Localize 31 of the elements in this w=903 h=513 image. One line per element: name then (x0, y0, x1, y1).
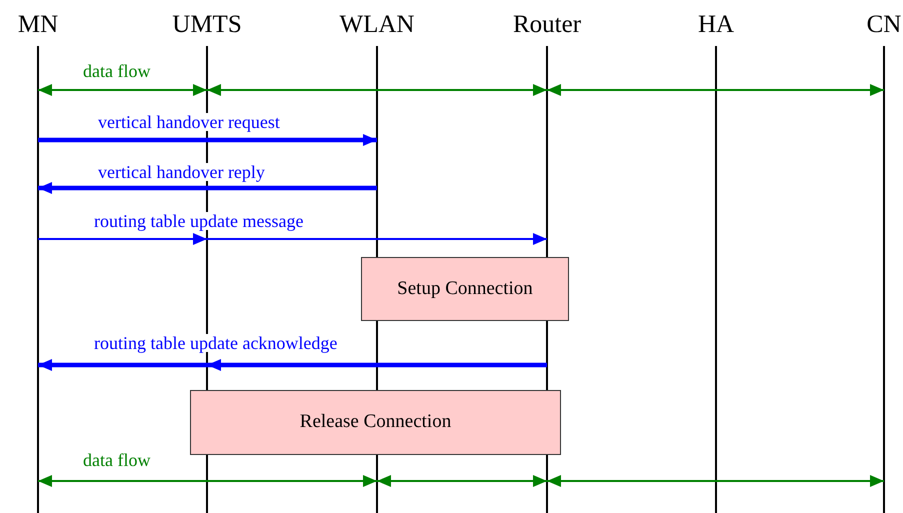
arrow (38, 233, 207, 245)
edge-label: routing table update message (93, 212, 304, 230)
arrow (38, 182, 377, 194)
arrow (207, 233, 547, 245)
lifeline (883, 46, 884, 513)
arrow (207, 84, 547, 96)
arrow (38, 475, 377, 487)
arrow (547, 84, 884, 96)
lifeline-header: WLAN (340, 12, 414, 37)
edge-label: vertical handover request (97, 113, 281, 131)
arrow (38, 359, 207, 371)
process-box: Release Connection (190, 390, 561, 455)
edge-label: vertical handover reply (97, 163, 266, 181)
process-box: Setup Connection (361, 257, 569, 321)
lifeline-header: CN (866, 12, 902, 37)
lifeline (37, 46, 38, 513)
edge-label: routing table update acknowledge (93, 334, 338, 352)
arrow (38, 84, 207, 96)
arrow (377, 475, 547, 487)
lifeline (546, 46, 548, 513)
edge-label: data flow (82, 62, 152, 80)
lifeline (715, 46, 716, 513)
edge-label: data flow (82, 451, 152, 469)
arrow (207, 359, 547, 371)
lifeline-header: UMTS (172, 12, 242, 37)
lifeline-header: MN (18, 12, 58, 37)
lifeline-header: Router (512, 12, 582, 37)
arrow (38, 134, 377, 146)
lifeline-header: HA (698, 12, 734, 37)
lifeline (376, 46, 378, 513)
arrow (547, 475, 884, 487)
